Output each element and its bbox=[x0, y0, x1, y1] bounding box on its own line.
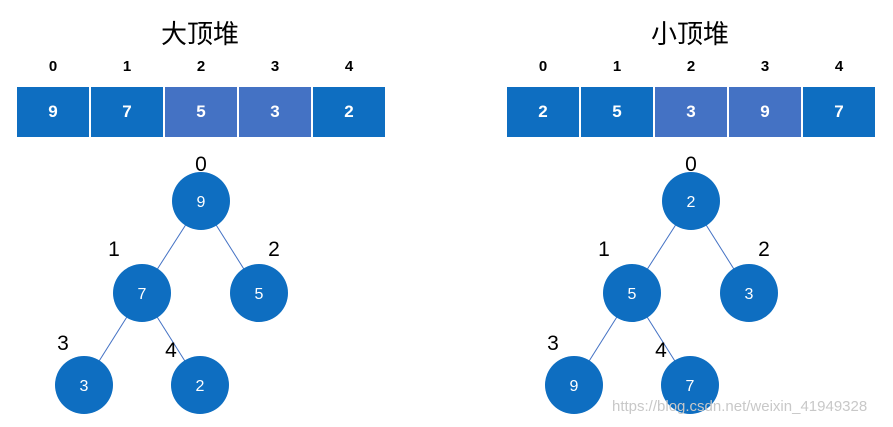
node-index-label: 2 bbox=[758, 238, 770, 261]
node-value: 7 bbox=[686, 378, 695, 395]
array-index: 3 bbox=[270, 58, 280, 75]
min-heap-tree: 2 5 3 9 7 0 1 2 3 4 bbox=[545, 153, 778, 414]
tree-node: 2 bbox=[171, 356, 229, 414]
array-cell: 5 bbox=[580, 86, 654, 138]
tree-node: 5 bbox=[230, 264, 288, 322]
node-index-label: 2 bbox=[268, 238, 280, 261]
array-index: 2 bbox=[686, 58, 696, 75]
array-cell: 3 bbox=[238, 86, 312, 138]
array-index: 2 bbox=[196, 58, 206, 75]
node-index-label: 3 bbox=[57, 332, 69, 355]
array-index: 4 bbox=[834, 58, 844, 75]
tree-node: 7 bbox=[113, 264, 171, 322]
node-value: 2 bbox=[196, 378, 205, 395]
max-heap-panel: 大顶堆 0 1 2 3 4 9 7 5 3 2 9 7 5 bbox=[0, 0, 420, 427]
node-index-label: 1 bbox=[598, 238, 610, 261]
node-value: 7 bbox=[138, 286, 147, 303]
node-value: 2 bbox=[687, 194, 696, 211]
node-index-label: 0 bbox=[685, 153, 697, 176]
node-value: 9 bbox=[197, 194, 206, 211]
watermark-text: https://blog.csdn.net/weixin_41949328 bbox=[612, 398, 868, 415]
node-value: 3 bbox=[80, 378, 89, 395]
node-index-label: 3 bbox=[547, 332, 559, 355]
tree-node: 7 bbox=[661, 356, 719, 414]
tree-node: 9 bbox=[545, 356, 603, 414]
min-heap-index-row: 0 1 2 3 4 bbox=[506, 58, 876, 80]
array-index: 3 bbox=[760, 58, 770, 75]
array-index: 0 bbox=[538, 58, 548, 75]
tree-node: 5 bbox=[603, 264, 661, 322]
max-heap-array: 9 7 5 3 2 bbox=[16, 86, 386, 138]
max-heap-title: 大顶堆 bbox=[160, 20, 239, 50]
max-heap-tree: 9 7 5 3 2 0 1 2 3 4 bbox=[55, 153, 288, 414]
node-value: 3 bbox=[745, 286, 754, 303]
array-cell: 9 bbox=[728, 86, 802, 138]
node-index-label: 1 bbox=[108, 238, 120, 261]
tree-node: 3 bbox=[720, 264, 778, 322]
array-cell: 2 bbox=[506, 86, 580, 138]
node-value: 5 bbox=[628, 286, 637, 303]
min-heap-title: 小顶堆 bbox=[650, 20, 729, 50]
tree-node: 9 bbox=[172, 172, 230, 230]
tree-node: 3 bbox=[55, 356, 113, 414]
array-cell: 3 bbox=[654, 86, 728, 138]
array-cell: 2 bbox=[312, 86, 386, 138]
array-index: 0 bbox=[48, 58, 58, 75]
node-index-label: 0 bbox=[195, 153, 207, 176]
array-index: 4 bbox=[344, 58, 354, 75]
node-value: 5 bbox=[255, 286, 264, 303]
array-index: 1 bbox=[122, 58, 132, 75]
min-heap-array: 2 5 3 9 7 bbox=[506, 86, 876, 138]
node-value: 9 bbox=[570, 378, 579, 395]
array-cell: 9 bbox=[16, 86, 90, 138]
node-index-label: 4 bbox=[655, 339, 667, 362]
max-heap-index-row: 0 1 2 3 4 bbox=[16, 58, 386, 80]
node-index-label: 4 bbox=[165, 339, 177, 362]
array-cell: 7 bbox=[90, 86, 164, 138]
tree-node: 2 bbox=[662, 172, 720, 230]
array-cell: 5 bbox=[164, 86, 238, 138]
array-cell: 7 bbox=[802, 86, 876, 138]
min-heap-panel: 小顶堆 0 1 2 3 4 2 5 3 9 7 2 5 3 9 bbox=[490, 0, 893, 427]
array-index: 1 bbox=[612, 58, 622, 75]
